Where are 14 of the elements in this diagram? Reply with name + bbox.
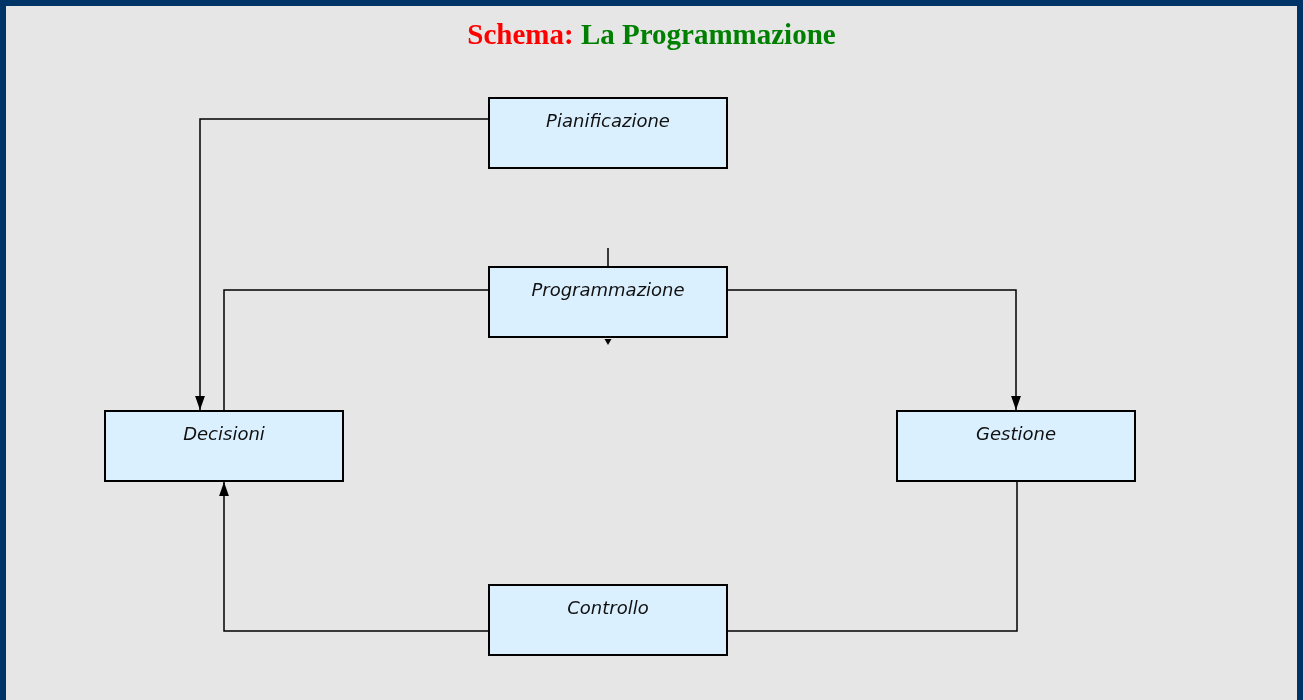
arrow (219, 481, 489, 632)
process-box (896, 410, 1136, 482)
process-box (488, 584, 728, 656)
process-box (488, 97, 728, 169)
process-box (104, 410, 344, 482)
box-label: Controllo (567, 596, 649, 620)
box-label: Pianificazione (546, 109, 670, 133)
arrow (195, 118, 489, 411)
diagram-title: Schema: La Programmazione (467, 17, 836, 52)
process-box (488, 266, 728, 338)
box-label: Decisioni (183, 422, 265, 446)
arrow (727, 289, 1021, 411)
box-label: Gestione (976, 422, 1056, 446)
box-label: Programmazione (531, 278, 685, 302)
